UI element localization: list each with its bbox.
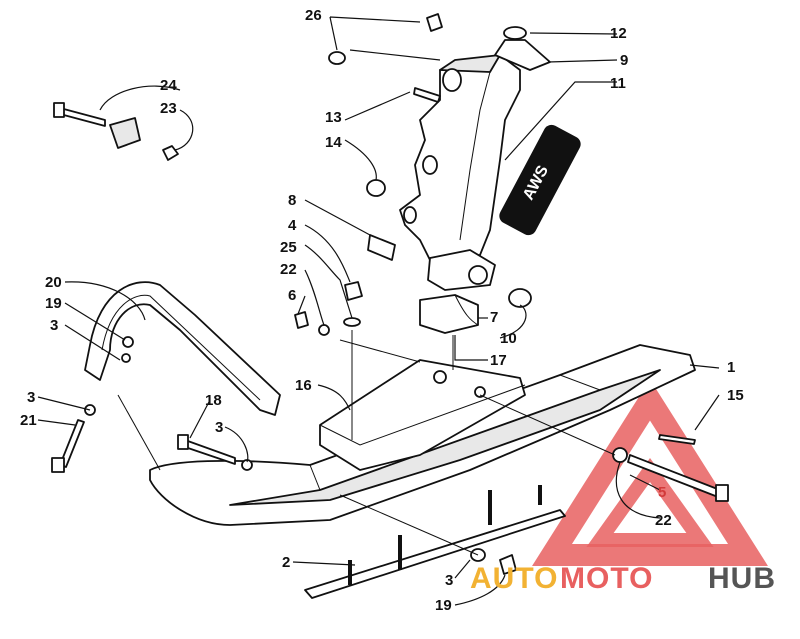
label-20: 20 xyxy=(45,274,62,291)
watermark-auto: AUTO xyxy=(470,562,558,595)
watermark-hub: HUB xyxy=(708,562,776,595)
hardware-small xyxy=(84,13,517,575)
label-21: 21 xyxy=(20,412,37,429)
spindle-housing xyxy=(399,26,551,261)
leader-lines xyxy=(37,16,720,606)
label-25: 25 xyxy=(280,239,297,256)
label-3-washer: 3 xyxy=(215,419,223,436)
label-12: 12 xyxy=(610,25,627,42)
label-19: 19 xyxy=(45,295,62,312)
aws-decal: AWS xyxy=(499,124,581,236)
label-26: 26 xyxy=(305,7,322,24)
label-18: 18 xyxy=(205,392,222,409)
bolt-15 xyxy=(612,447,729,502)
label-7: 7 xyxy=(490,309,498,326)
label-1: 1 xyxy=(727,359,735,376)
label-17: 17 xyxy=(490,352,507,369)
ski-handle xyxy=(84,281,281,416)
label-22: 22 xyxy=(280,261,297,278)
label-24: 24 xyxy=(160,77,177,94)
label-8: 8 xyxy=(288,192,296,209)
label-14: 14 xyxy=(325,134,342,151)
bolt-24 xyxy=(53,102,106,127)
part-labels: 26 12 9 11 24 23 13 14 8 4 25 22 6 20 19… xyxy=(20,7,744,614)
label-5: 5 xyxy=(658,484,666,501)
watermark-logo-text: AUTO MOTO HUB xyxy=(470,562,776,595)
label-3-bolt: 3 xyxy=(27,389,35,406)
label-3-handle: 3 xyxy=(50,317,58,334)
wear-bar xyxy=(304,485,566,599)
label-10: 10 xyxy=(500,330,517,347)
bumper xyxy=(419,294,479,334)
label-23: 23 xyxy=(160,100,177,117)
label-15: 15 xyxy=(727,387,744,404)
bolt-21 xyxy=(51,419,85,473)
label-2: 2 xyxy=(282,554,290,571)
label-3-bottom: 3 xyxy=(445,572,453,589)
watermark-logo-triangle xyxy=(532,379,768,566)
bolt-18 xyxy=(177,434,236,465)
pin-15 xyxy=(658,434,696,445)
label-13: 13 xyxy=(325,109,342,126)
label-22-right: 22 xyxy=(655,512,672,529)
label-11: 11 xyxy=(610,75,626,92)
label-4: 4 xyxy=(288,217,297,234)
label-6: 6 xyxy=(288,287,296,304)
label-9: 9 xyxy=(620,52,628,69)
ski-saddle xyxy=(319,359,526,471)
watermark-moto: MOTO xyxy=(560,562,653,595)
bolt-cover-23 xyxy=(109,117,179,161)
label-16: 16 xyxy=(295,377,312,394)
label-19-bottom: 19 xyxy=(435,597,452,614)
